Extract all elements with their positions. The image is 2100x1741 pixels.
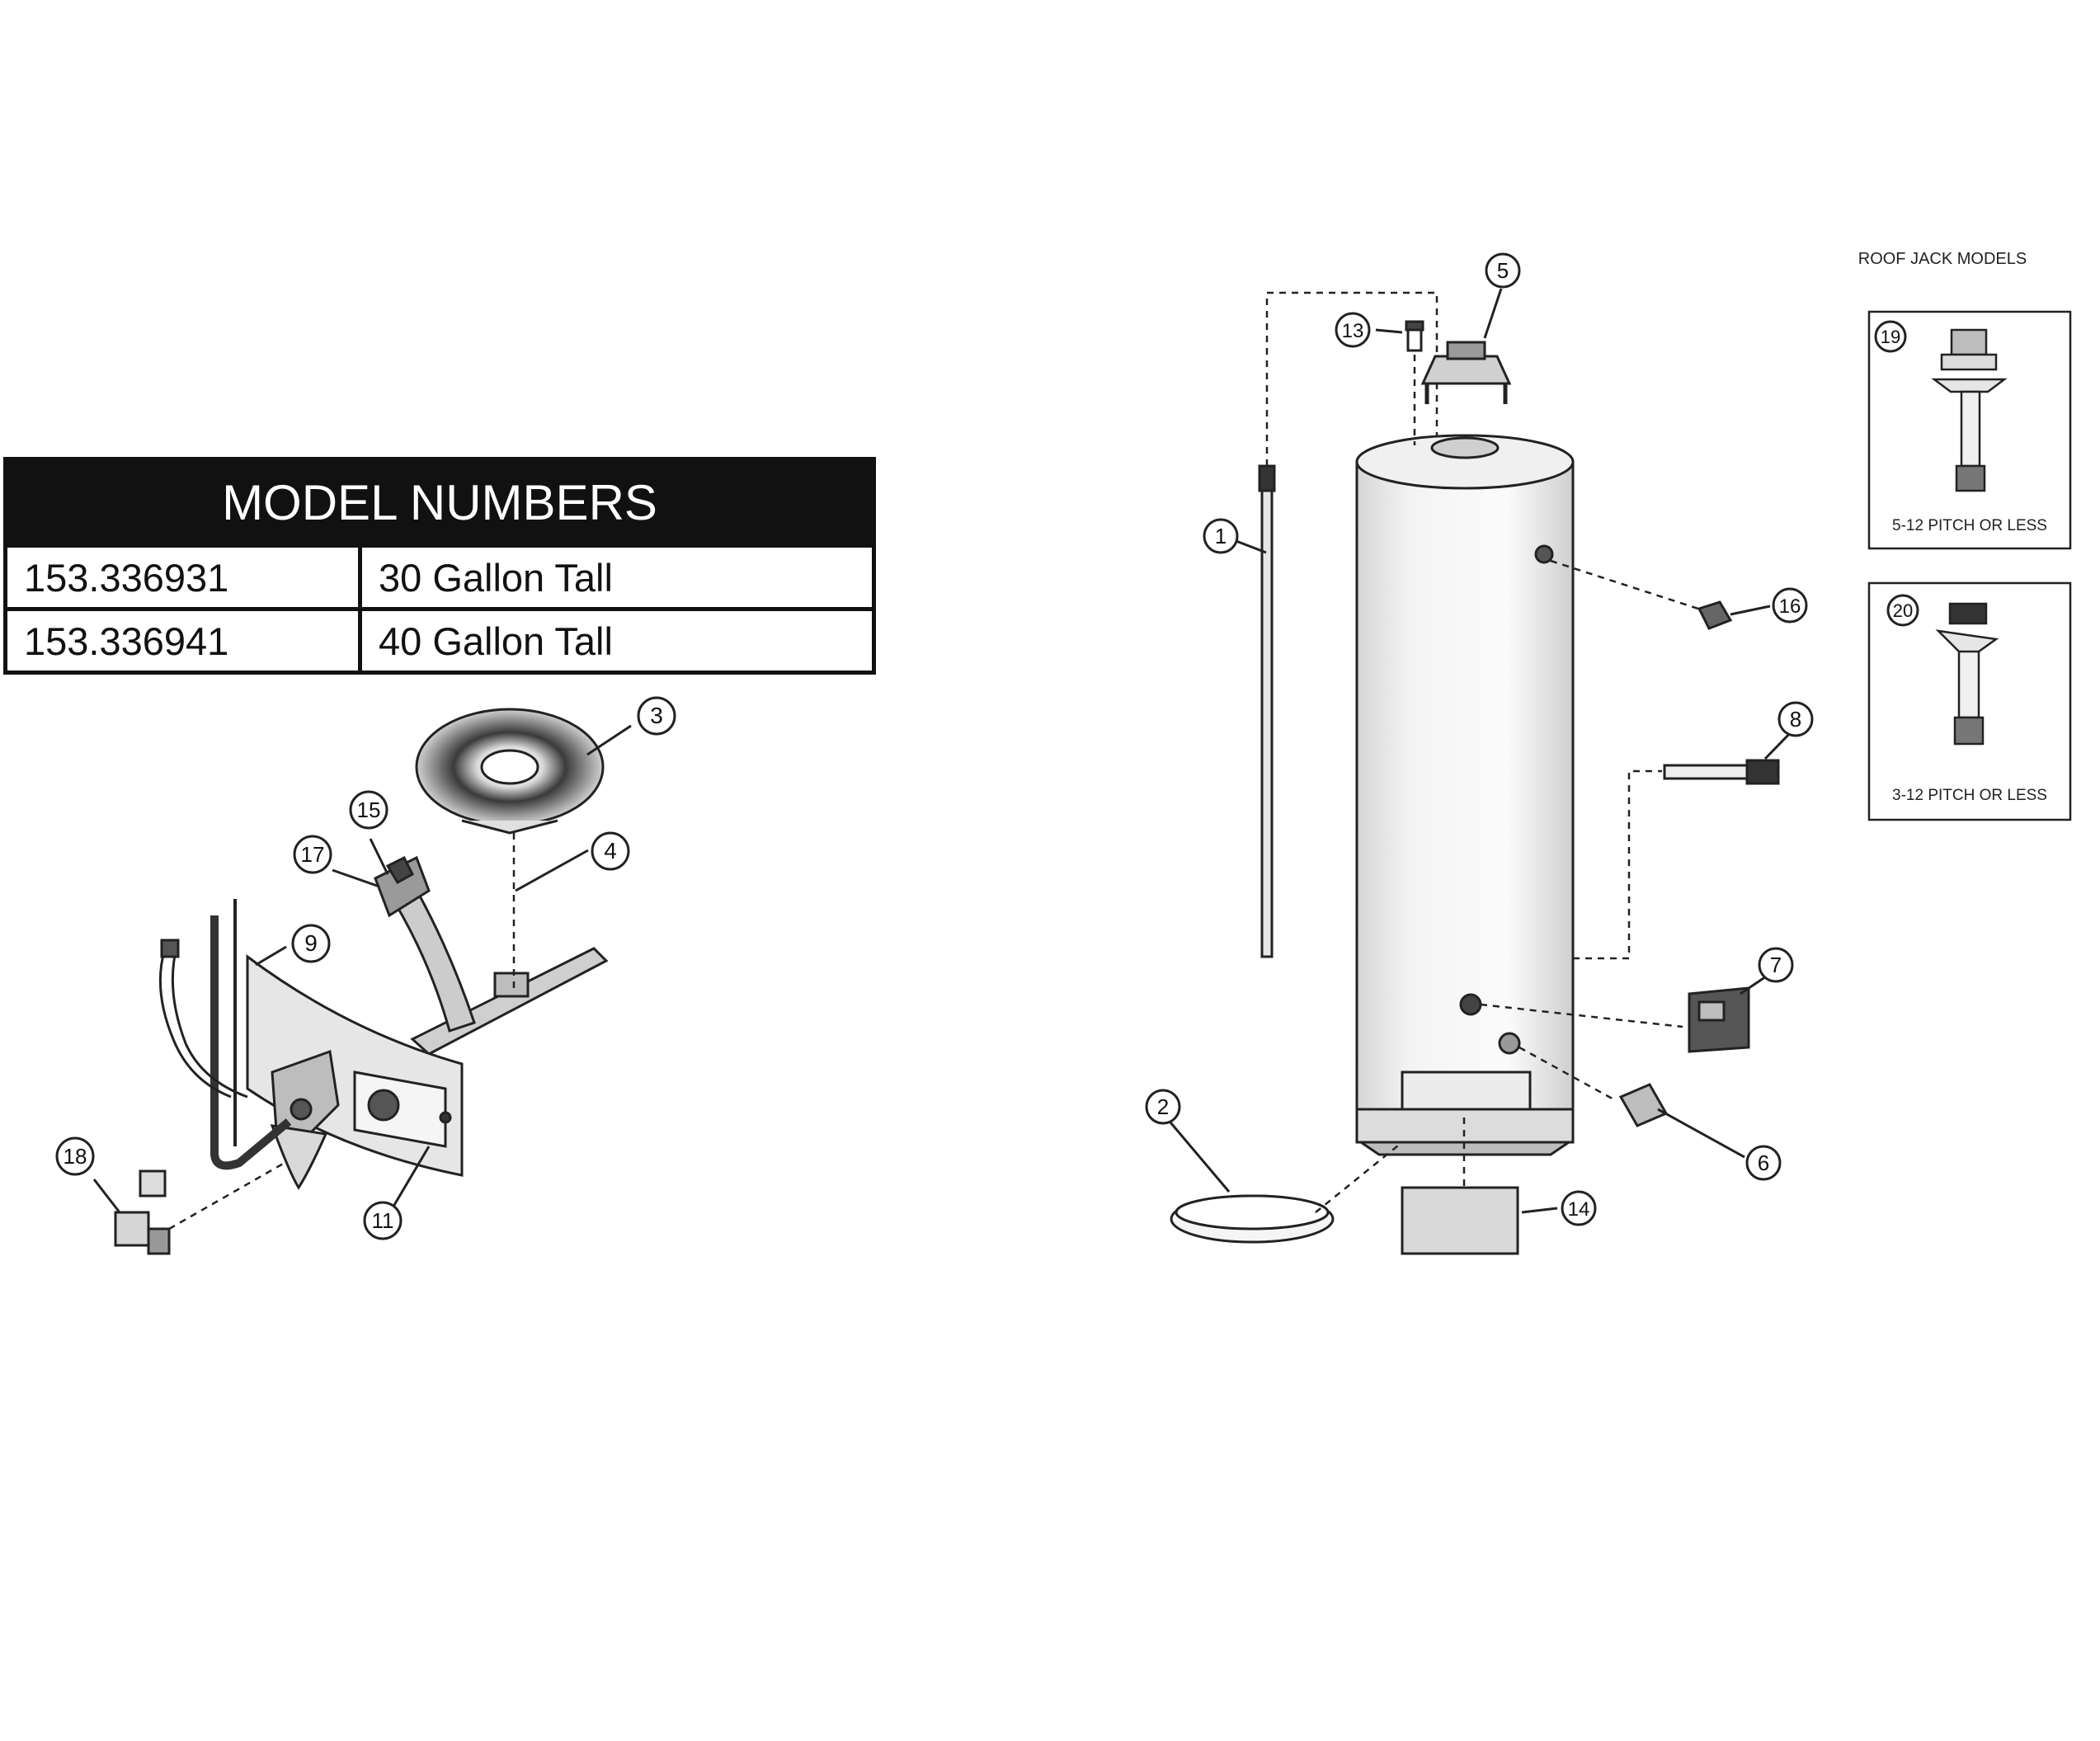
model-number-cell: 153.336931 bbox=[3, 543, 362, 611]
roof-jack-panels: ROOF JACK MODELS 5-12 PITCH OR LESS 3-12… bbox=[1858, 250, 2072, 821]
callout-11: 11 bbox=[363, 1201, 403, 1240]
svg-text:11: 11 bbox=[372, 1208, 394, 1233]
anode-rod bbox=[1260, 468, 1274, 958]
svg-text:1: 1 bbox=[1215, 524, 1227, 548]
svg-text:5: 5 bbox=[1497, 258, 1509, 283]
callout-1: 1 bbox=[1203, 518, 1239, 554]
roof-jack-caption-20: 3-12 PITCH OR LESS bbox=[1892, 787, 2047, 804]
svg-text:17: 17 bbox=[301, 842, 325, 867]
svg-text:7: 7 bbox=[1770, 953, 1782, 977]
svg-text:13: 13 bbox=[1342, 320, 1364, 342]
callouts: 1 2 3 4 5 6 7 8 9 11 13 14 15 16 17 18 1… bbox=[55, 252, 1919, 1240]
callout-4: 4 bbox=[591, 831, 630, 871]
model-numbers-header: MODEL NUMBERS bbox=[3, 457, 876, 548]
table-row: 153.336931 30 Gallon Tall bbox=[3, 543, 876, 611]
callout-17: 17 bbox=[293, 835, 332, 874]
callout-9: 9 bbox=[291, 924, 331, 963]
callout-13: 13 bbox=[1335, 312, 1371, 348]
callout-18: 18 bbox=[55, 1136, 95, 1176]
model-number-cell: 153.336941 bbox=[3, 607, 362, 675]
model-numbers-table: MODEL NUMBERS 153.336931 30 Gallon Tall … bbox=[3, 457, 876, 675]
callout-2: 2 bbox=[1145, 1089, 1181, 1125]
roof-jack-caption-19: 5-12 PITCH OR LESS bbox=[1892, 517, 2047, 534]
model-description-cell: 30 Gallon Tall bbox=[358, 543, 876, 611]
callout-20: 20 bbox=[1886, 594, 1919, 627]
svg-text:9: 9 bbox=[304, 930, 318, 956]
roof-jack-title: ROOF JACK MODELS bbox=[1858, 250, 2027, 268]
callout-6: 6 bbox=[1745, 1145, 1782, 1181]
svg-text:4: 4 bbox=[604, 838, 617, 863]
svg-text:19: 19 bbox=[1881, 327, 1900, 347]
svg-text:14: 14 bbox=[1568, 1198, 1590, 1221]
svg-text:2: 2 bbox=[1157, 1094, 1169, 1119]
svg-text:15: 15 bbox=[357, 798, 381, 822]
water-heater-tank bbox=[1170, 291, 1780, 1255]
callout-7: 7 bbox=[1758, 947, 1794, 983]
svg-text:20: 20 bbox=[1893, 600, 1913, 621]
table-row: 153.336941 40 Gallon Tall bbox=[3, 607, 876, 675]
callout-3: 3 bbox=[637, 696, 676, 736]
callout-14: 14 bbox=[1561, 1190, 1597, 1226]
svg-text:16: 16 bbox=[1779, 595, 1801, 618]
callout-15: 15 bbox=[349, 790, 388, 830]
svg-text:3: 3 bbox=[650, 703, 663, 728]
burner-assembly bbox=[114, 708, 609, 1255]
svg-text:6: 6 bbox=[1758, 1150, 1769, 1175]
callout-8: 8 bbox=[1777, 701, 1814, 737]
callout-16: 16 bbox=[1772, 587, 1808, 623]
callout-5: 5 bbox=[1485, 252, 1521, 289]
svg-text:18: 18 bbox=[64, 1144, 87, 1169]
svg-text:8: 8 bbox=[1790, 707, 1801, 732]
callout-19: 19 bbox=[1874, 320, 1907, 353]
model-description-cell: 40 Gallon Tall bbox=[358, 607, 876, 675]
